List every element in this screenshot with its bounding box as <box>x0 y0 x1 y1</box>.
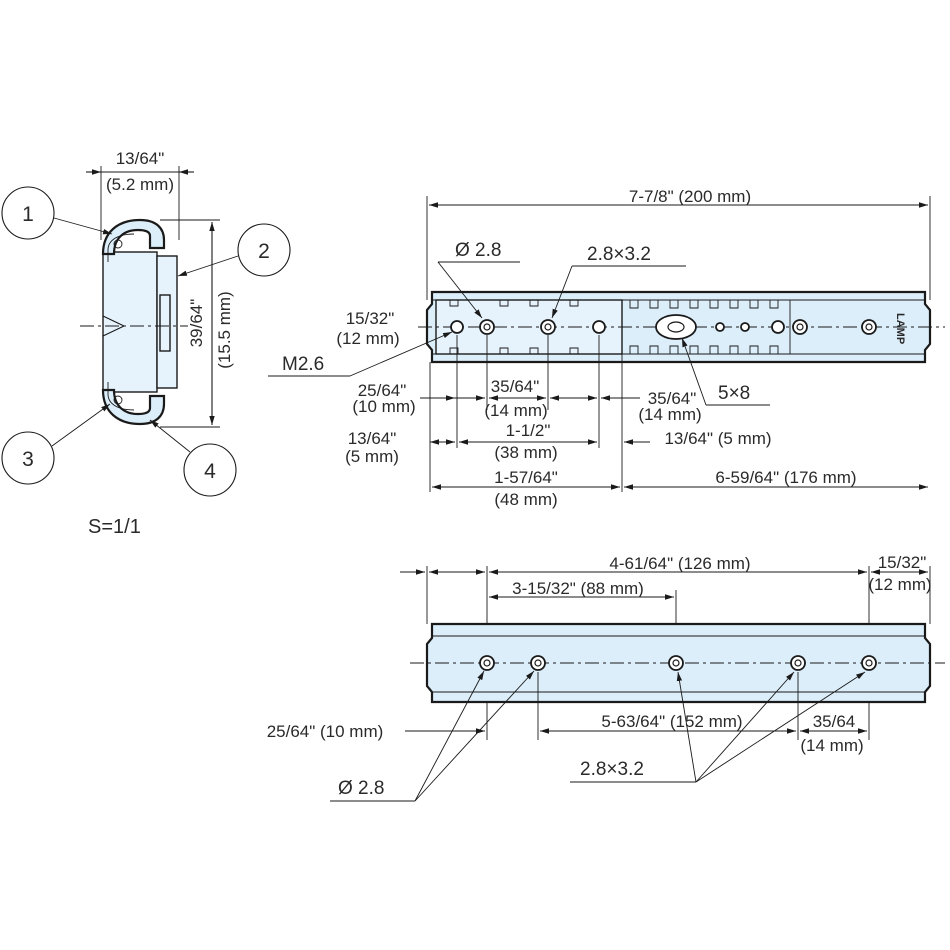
top-hole <box>479 319 495 335</box>
dim-6-59-64: 6-59/64" (176 mm) <box>715 468 856 487</box>
side-top-hook <box>101 218 166 256</box>
scale-label: S=1/1 <box>88 516 141 538</box>
top-hole <box>592 320 606 334</box>
dim-35-64-a-mm: (14 mm) <box>484 401 547 420</box>
dim-13-64-a-mm: (5 mm) <box>345 447 399 466</box>
bottom-slot-dim: 2.8×3.2 <box>580 759 644 780</box>
slot-large-label: 5×8 <box>718 383 750 404</box>
dim-3-15-32: 3-15/32" (88 mm) <box>512 579 644 598</box>
svg-text:2: 2 <box>258 240 270 263</box>
side-width-dim-mm: (5.2 mm) <box>106 175 174 194</box>
dim-4-61-64: 4-61/64" (126 mm) <box>609 554 750 573</box>
top-hole <box>540 319 556 335</box>
svg-text:1: 1 <box>22 203 34 226</box>
left-edge-dim-mm: (12 mm) <box>336 329 399 348</box>
overall-length-dim: 7-7/8" (200 mm) <box>629 187 751 206</box>
callout-3: 3 <box>1 403 111 485</box>
side-height-dim-mm: (15.5 mm) <box>215 291 234 368</box>
callout-2: 2 <box>177 223 291 277</box>
dim-15-32: 15/32" <box>878 553 927 572</box>
dim-15-32-mm: (12 mm) <box>868 575 931 594</box>
side-profile-body <box>102 251 158 393</box>
dim-5-63-64: 5-63/64" (152 mm) <box>601 712 742 731</box>
dim-13-64-a: 13/64" <box>348 429 397 448</box>
svg-text:3: 3 <box>22 448 34 471</box>
side-width-dim: 13/64" <box>116 149 165 168</box>
dim-35-64-bottom-mm: (14 mm) <box>800 736 863 755</box>
side-bottom-hook <box>101 388 166 426</box>
top-hole-m26 <box>450 320 464 334</box>
dim-35-64-b: 35/64" <box>648 389 697 408</box>
top-slot-dim: 2.8×3.2 <box>587 244 651 265</box>
bottom-slot <box>668 655 684 671</box>
bottom-slot <box>530 655 546 671</box>
brand-mark: LAMP <box>894 313 906 344</box>
dim-1-1-2: 1-1/2" <box>506 421 551 440</box>
bottom-hole <box>479 655 495 671</box>
dim-1-57-64: 1-57/64" <box>494 468 558 487</box>
dim-1-57-64-mm: (48 mm) <box>494 490 557 509</box>
bottom-view: 4-61/64" (126 mm) 15/32" (12 mm) 3-15/32… <box>267 553 945 802</box>
bottom-hole <box>861 655 877 671</box>
dim-35-64-b-mm: (14 mm) <box>638 405 701 424</box>
bottom-hole-dia: Ø 2.8 <box>338 778 384 799</box>
callout-1: 1 <box>1 186 113 240</box>
side-view: 13/64" (5.2 mm) 39/64" (15.5 mm) 1 <box>1 149 291 538</box>
side-height-dim: 39/64" <box>187 299 206 348</box>
screw-label: M2.6 <box>282 354 324 375</box>
top-hole-dia: Ø 2.8 <box>455 240 501 261</box>
top-slot-5x8 <box>655 314 697 340</box>
dim-1-1-2-mm: (38 mm) <box>494 443 557 462</box>
dim-35-64-bottom: 35/64 <box>813 712 856 731</box>
dim-25-64-mm: (10 mm) <box>352 397 415 416</box>
left-edge-dim: 15/32" <box>346 309 395 328</box>
dim-25-64-bottom: 25/64" (10 mm) <box>267 722 384 741</box>
callout-4: 4 <box>149 419 237 497</box>
dim-13-64-b: 13/64" (5 mm) <box>664 429 771 448</box>
top-view: 7-7/8" (200 mm) LAMP <box>268 187 945 509</box>
svg-text:4: 4 <box>204 460 216 483</box>
bottom-slot <box>790 655 806 671</box>
dim-35-64-a: 35/64" <box>491 377 540 396</box>
dim-25-64: 25/64" <box>358 381 407 400</box>
